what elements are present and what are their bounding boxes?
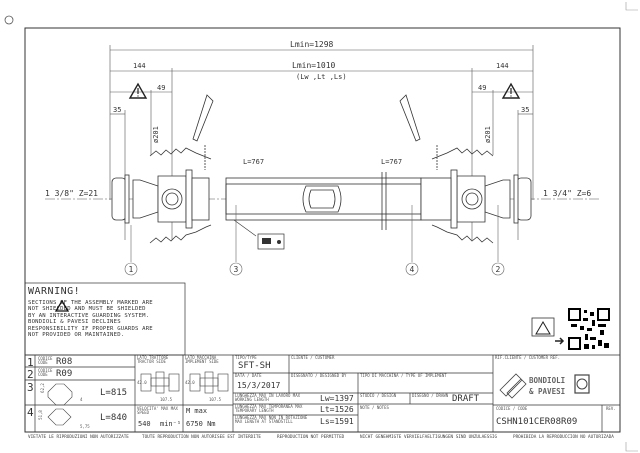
type-value: SFT-SH: [238, 361, 271, 371]
warning-triangle-icon: [501, 82, 521, 99]
part-3-dim2: 4: [80, 397, 83, 402]
implement-side-label: LATO MACCHINA IMPLEMENT SIDE: [185, 355, 219, 364]
dim-35-left: 35: [113, 106, 121, 114]
part-2-code: R09: [56, 369, 73, 379]
title-block-grid: [24, 282, 620, 432]
implement-side-height: 42.0: [185, 380, 195, 385]
implement-side-width: 107.5: [209, 397, 222, 402]
callout-3: 3: [234, 265, 239, 274]
part-sketches: [47, 371, 229, 426]
left-yoke-assembly: [111, 94, 214, 244]
footer-it: VIETATE LE RIPRODUZIONI NON AUTORIZZATE: [28, 435, 129, 440]
length-standstill-value: Ls=1591: [320, 417, 354, 426]
dim-144-right: 144: [496, 62, 509, 70]
drawing-frame: [24, 27, 621, 433]
footer-en: REPRODUCTION NOT PERMITTED: [277, 435, 345, 440]
callouts: [124, 205, 505, 276]
date-value: 15/3/2017: [237, 381, 281, 390]
torque-value: 6750 Nm: [186, 420, 216, 428]
dim-49-left: 49: [157, 84, 165, 92]
dim-diameter-left: ø201: [152, 126, 160, 143]
spline-left: 1 3/8" Z=21: [45, 189, 98, 198]
callout-1: 1: [129, 265, 134, 274]
part-1-label: CODICE CODE: [38, 356, 53, 365]
customer-ref-label: RIF.CLIENTE / CUSTOMER REF.: [495, 355, 561, 360]
designed-by-label: DISEGNATO / DESIGNED BY: [291, 373, 347, 378]
warning-triangle-icon: [128, 82, 148, 99]
part-2-num: 2: [27, 368, 34, 381]
part-4-num: 4: [27, 406, 34, 419]
code-value: CSHN101CER08R09: [496, 417, 578, 427]
date-label: DATA / DATE: [235, 373, 262, 378]
brand-line-1: BONDIOLI: [529, 376, 566, 385]
dim-lmin: Lmin=1010: [292, 61, 336, 70]
part-3-length: L=815: [100, 388, 128, 398]
dim-35-right: 35: [521, 106, 529, 114]
length-temporary-value: Lt=1526: [320, 405, 354, 414]
drawing-label: DISEGNO / DRAWN: [412, 393, 449, 398]
dim-tube-right: L=767: [381, 158, 402, 166]
tractor-side-label: LATO TRATTORE TRACTOR SIDE: [137, 355, 169, 364]
tractor-icon: [257, 233, 285, 250]
type-label: TIPO/TYPE: [235, 355, 257, 360]
dim-lmin-total: Lmin=1298: [290, 40, 334, 49]
notes-label: NOTE / NOTES: [360, 405, 389, 410]
right-yoke-assembly: [399, 94, 532, 244]
dim-49-right: 49: [478, 84, 486, 92]
bondioli-pavesi-logo: [499, 373, 590, 399]
length-temporary-label: LUNGHEZZA MAX TEMPORANEA MAX TEMPORARY L…: [235, 404, 303, 413]
tractor-side-width: 107.5: [160, 397, 173, 402]
part-1-code: R08: [56, 357, 73, 367]
brand-line-2: & PAVESI: [529, 387, 566, 396]
footer-de: NICHT GENEHMIGTE VERVIELFAELTIGUNGEN SIN…: [360, 435, 498, 440]
warning-text: SECTIONS OF THE ASSEMBLY MARKED ARE NOT …: [28, 300, 153, 339]
callout-2: 2: [496, 265, 501, 274]
tractor-side-height: 42.0: [137, 380, 147, 385]
manual-icon: [531, 317, 565, 345]
part-4-dim2: 5,75: [80, 424, 90, 429]
spline-right: 1 3/4" Z=6: [543, 189, 591, 198]
torque-label: M max: [186, 407, 208, 415]
dim-lmin-sub: (Lw ,Lt ,Ls): [296, 73, 347, 81]
qr-code: [568, 308, 610, 350]
registration-mark: [4, 15, 14, 25]
part-4-dim1: 51,8: [37, 410, 43, 420]
shaft-tube: [225, 172, 422, 230]
drawing-status: DRAFT: [452, 394, 480, 404]
footer-fr: TOUTE REPRODUCTION NON AUTORISEE EST INT…: [142, 435, 261, 440]
customer-label: CLIENTE / CUSTOMER: [291, 355, 335, 360]
implement-type-label: TIPO DI MACCHINA / TYPE OF IMPLEMENT: [360, 373, 447, 378]
speed-value: 540: [138, 420, 151, 428]
dim-144-left: 144: [133, 62, 146, 70]
length-working-value: Lw=1397: [320, 394, 354, 403]
rev-label: REV.: [606, 406, 616, 411]
callout-4: 4: [410, 265, 415, 274]
speed-label: VELOCITA' MAX MAX SPEED: [137, 406, 178, 415]
dim-tube-left: L=767: [243, 158, 264, 166]
speed-unit: min⁻¹: [160, 420, 182, 428]
warning-title: WARNING!: [28, 286, 81, 297]
dim-diameter-right: ø201: [484, 126, 492, 143]
footer-es: PROHIBIDA LA REPRODUCCION NO AUTORIZADA: [513, 435, 614, 440]
part-3-dim1: 62,2: [39, 383, 45, 393]
length-standstill-label: LUNGHEZZA MAX NON IN ROTAZIONE MAX LENGT…: [235, 415, 308, 424]
length-working-label: LUNGHEZZA MAX IN LAVORO MAX WORKING LENG…: [235, 393, 301, 402]
part-3-num: 3: [27, 381, 34, 394]
part-2-label: CODICE CODE: [38, 368, 53, 377]
part-1-num: 1: [27, 356, 34, 369]
study-label: STUDIO / DESIGN: [360, 393, 397, 398]
code-label: CODICE / CODE: [496, 406, 528, 411]
part-4-length: L=840: [100, 413, 128, 423]
